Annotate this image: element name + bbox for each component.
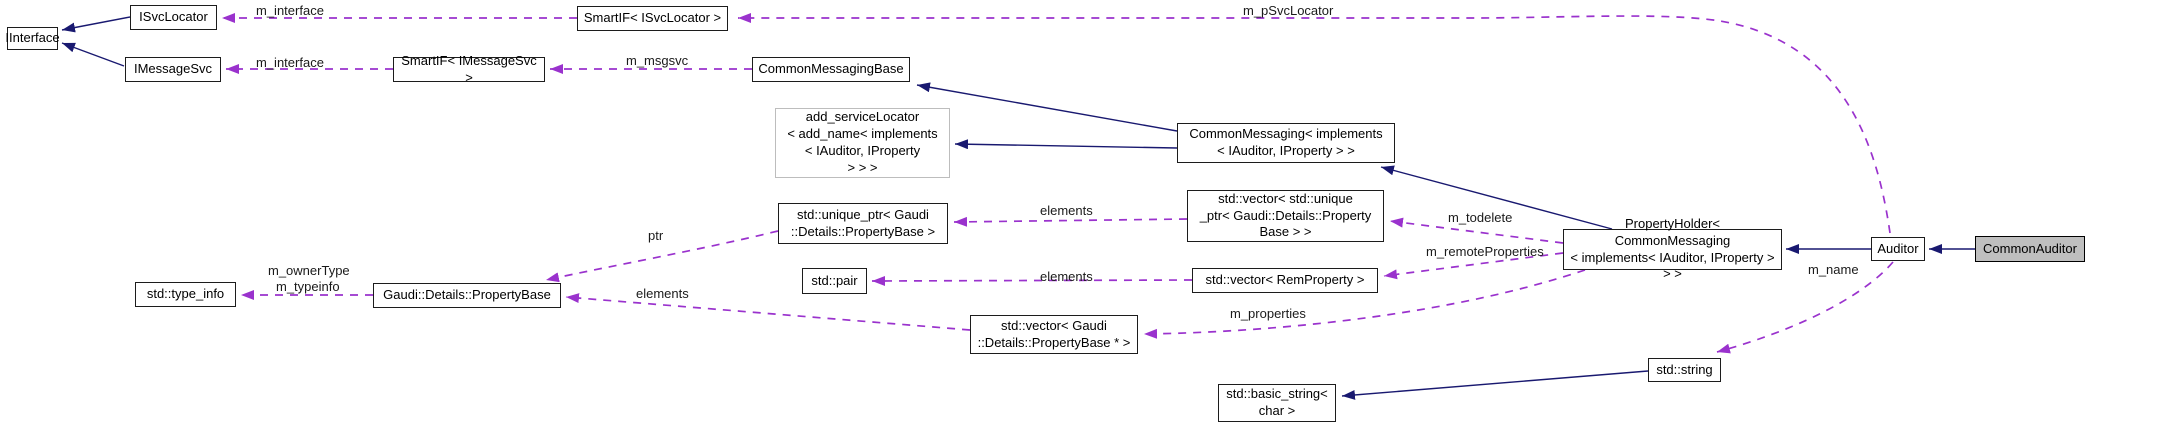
edge-elements-vectorpbptr-to-propertybase: [565, 293, 971, 331]
edge-commonmessaging-to-commonmessagingbase: [916, 82, 1178, 132]
edge-label-m-remoteproperties: m_remoteProperties: [1426, 244, 1544, 259]
node-commonmessagingbase[interactable]: CommonMessagingBase: [752, 57, 910, 82]
node-auditor[interactable]: Auditor: [1871, 237, 1925, 261]
node-std-vector-propertybase-ptr[interactable]: std::vector< Gaudi ::Details::PropertyBa…: [970, 315, 1138, 354]
edge-label-elements-1: elements: [1040, 203, 1093, 218]
edge-label-m-interface-1: m_interface: [256, 3, 324, 18]
node-commonauditor: CommonAuditor: [1975, 236, 2085, 262]
node-imessagesvc[interactable]: IMessageSvc: [125, 57, 221, 82]
edge-label-m-interface-2: m_interface: [256, 55, 324, 70]
node-smartif-isvclocator[interactable]: SmartIF< ISvcLocator >: [577, 6, 728, 31]
node-std-pair[interactable]: std::pair: [802, 268, 867, 294]
edge-elements-vectorrem-to-pair: [871, 275, 1193, 286]
edge-label-m-properties: m_properties: [1230, 306, 1306, 321]
edge-m-remoteproperties: [1383, 252, 1564, 280]
edge-label-m-msgsvc: m_msgsvc: [626, 53, 689, 68]
edge-label-elements-3: elements: [636, 286, 689, 301]
node-smartif-imessagesvc[interactable]: SmartIF< IMessageSvc >: [393, 53, 545, 85]
edge-label-m-psvclocator: m_pSvcLocator: [1243, 3, 1334, 18]
node-std-vector-remproperty[interactable]: std::vector< RemProperty >: [1192, 268, 1378, 293]
node-add-servicelocator[interactable]: add_serviceLocator < add_name< implement…: [775, 108, 950, 178]
edge-imessagesvc-to-iinterface: [61, 42, 125, 67]
edge-ptr: [545, 230, 779, 283]
node-std-string[interactable]: std::string: [1648, 358, 1721, 382]
edge-isvclocator-to-iinterface: [61, 16, 131, 33]
node-gaudi-details-propertybase[interactable]: Gaudi::Details::PropertyBase: [373, 283, 561, 308]
edge-stdstring-to-basicstring: [1341, 370, 1649, 400]
node-std-vector-unique-ptr[interactable]: std::vector< std::unique _ptr< Gaudi::De…: [1187, 190, 1384, 242]
node-std-unique-ptr[interactable]: std::unique_ptr< Gaudi ::Details::Proper…: [778, 203, 948, 244]
edge-label-m-typeinfo: m_typeinfo: [276, 279, 340, 294]
edge-label-m-ownertype: m_ownerType: [268, 263, 350, 278]
node-isvclocator[interactable]: ISvcLocator: [130, 5, 217, 30]
edge-propertyholder-to-commonmessaging: [1380, 165, 1613, 230]
edge-label-m-name: m_name: [1808, 262, 1859, 277]
edge-m-name: [1716, 261, 1894, 354]
edge-label-m-todelete: m_todelete: [1448, 210, 1513, 225]
node-propertyholder[interactable]: PropertyHolder< CommonMessaging < implem…: [1563, 216, 1782, 281]
edge-label-elements-2: elements: [1040, 269, 1093, 284]
node-std-type-info[interactable]: std::type_info: [135, 282, 236, 307]
edge-commonmessaging-to-add-servicelocator: [954, 139, 1178, 150]
node-commonmessaging[interactable]: CommonMessaging< implements < IAuditor, …: [1177, 123, 1395, 163]
edge-elements-vectoruniqueptr-to-uniqueptr: [953, 216, 1188, 227]
edge-m-psvclocator: [738, 13, 1891, 234]
node-iinterface[interactable]: IInterface: [5, 27, 60, 50]
node-std-basic-string[interactable]: std::basic_string< char >: [1218, 384, 1336, 422]
edge-label-ptr: ptr: [648, 228, 664, 243]
